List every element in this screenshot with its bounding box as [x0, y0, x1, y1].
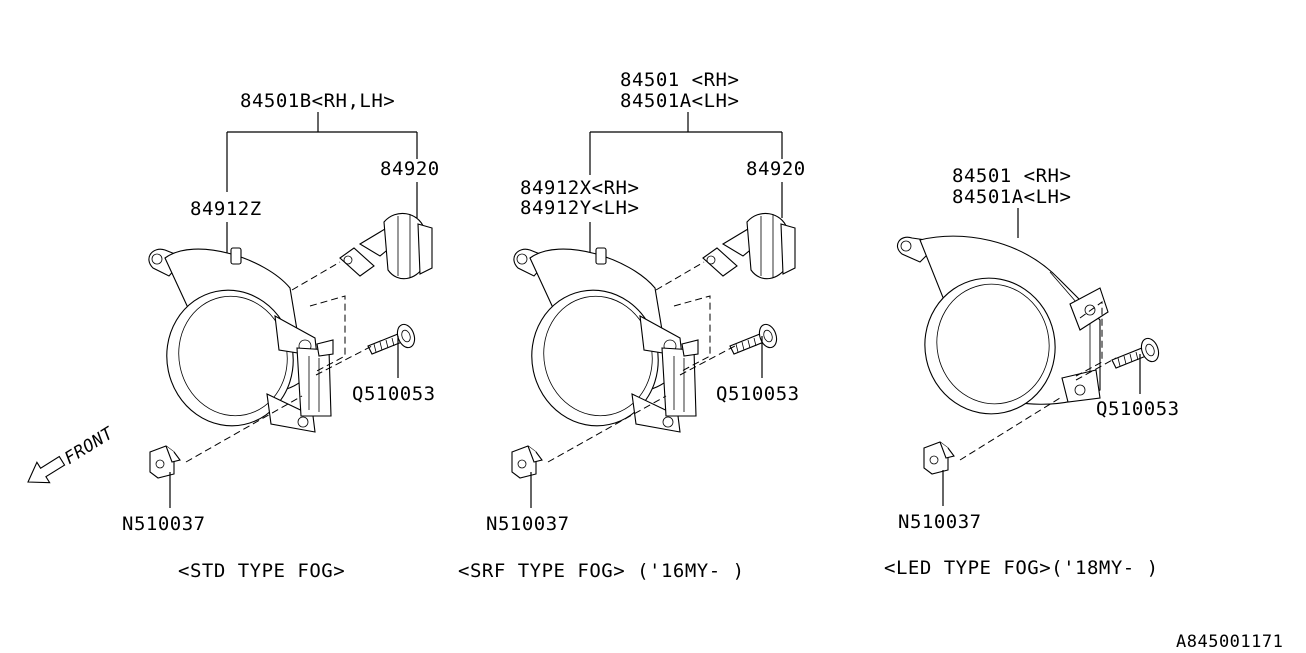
screw-label: Q510053	[716, 383, 800, 405]
assembly-label: 84501B<RH,LH>	[240, 90, 395, 112]
group-caption: <STD TYPE FOG>	[178, 560, 345, 582]
assembly-label-rh: 84501 <RH>	[620, 69, 739, 91]
nut-label: N510037	[486, 513, 570, 535]
front-arrow-icon: FRONT	[27, 423, 118, 484]
assembly-label-lh: 84501A<LH>	[952, 186, 1071, 208]
group-std: 84501B<RH,LH> 84920 84912Z Q510053 N5100…	[122, 90, 440, 582]
clip-nut-icon	[923, 441, 955, 475]
clip-nut-icon	[149, 445, 181, 479]
nut-label: N510037	[898, 511, 982, 533]
bulb-icon	[702, 212, 796, 280]
clip-nut-icon	[511, 445, 543, 479]
group-led: 84501 <RH> 84501A<LH> Q510053 N510037 <L…	[884, 165, 1180, 579]
group-caption: <LED TYPE FOG>('18MY- )	[884, 557, 1159, 579]
screw-icon	[1111, 335, 1163, 369]
front-label: FRONT	[61, 423, 118, 469]
fog-lamp	[148, 247, 334, 439]
screw-icon	[367, 321, 419, 355]
bulb-label: 84920	[746, 158, 806, 180]
housing-label-lh: 84912Y<LH>	[520, 197, 639, 219]
housing-label-rh: 84912X<RH>	[520, 177, 639, 199]
bulb-icon	[339, 212, 433, 280]
screw-label: Q510053	[352, 383, 436, 405]
assembly-label-lh: 84501A<LH>	[620, 90, 739, 112]
assembly-label-rh: 84501 <RH>	[952, 165, 1071, 187]
housing-label: 84912Z	[190, 198, 262, 220]
group-caption: <SRF TYPE FOG> ('16MY- )	[458, 560, 745, 582]
fog-lamp	[513, 247, 699, 439]
nut-label: N510037	[122, 513, 206, 535]
screw-icon	[729, 321, 781, 355]
diagram-id: A845001171	[1176, 632, 1283, 652]
bulb-label: 84920	[380, 158, 440, 180]
fog-lamp	[896, 235, 1109, 427]
group-srf: 84501 <RH> 84501A<LH> 84920 84912X<RH> 8…	[458, 69, 806, 582]
screw-label: Q510053	[1096, 398, 1180, 420]
